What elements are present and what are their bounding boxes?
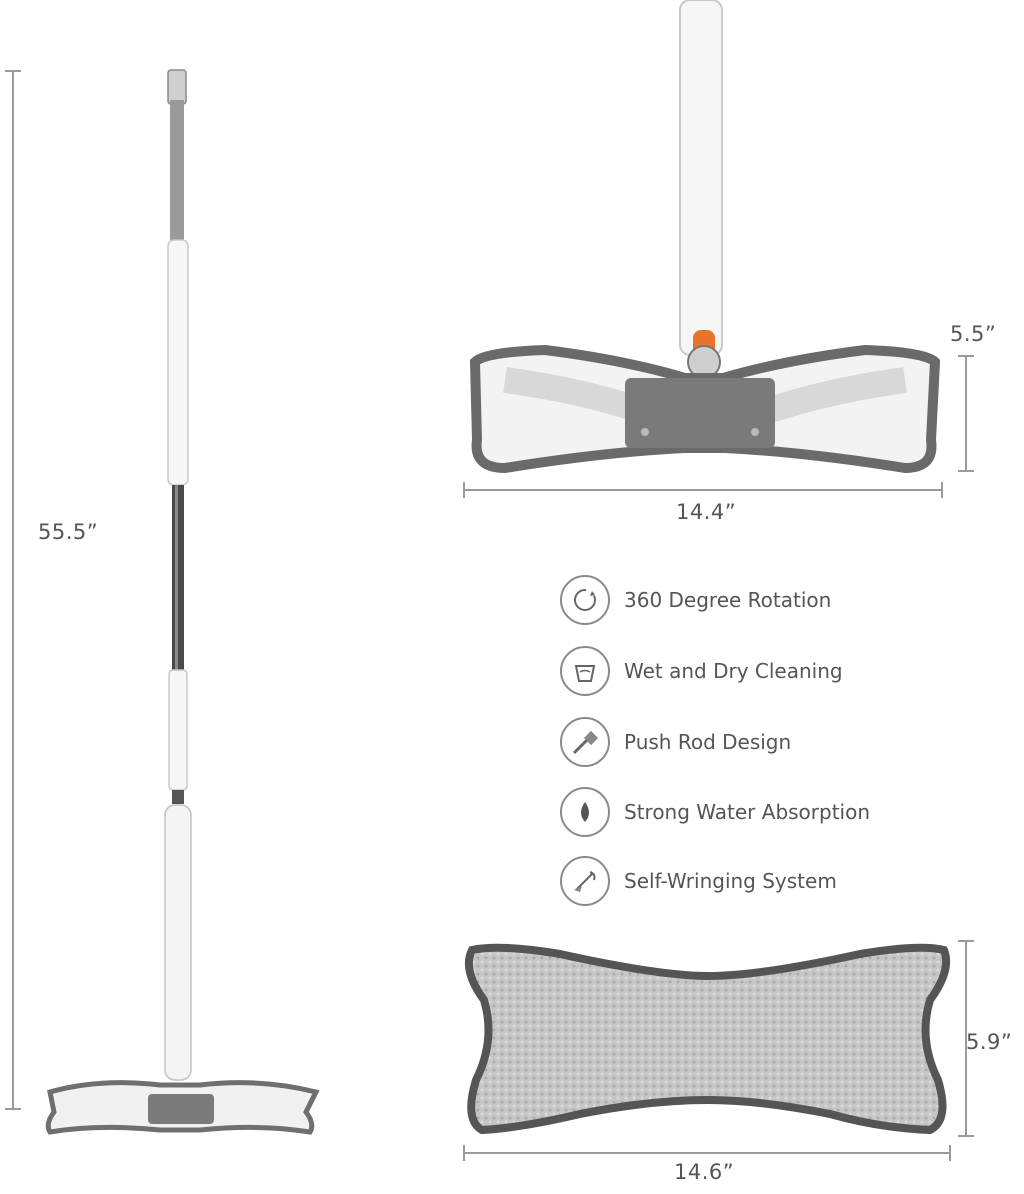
- rotation-360-icon: [560, 575, 610, 625]
- feature-item-absorption: Strong Water Absorption: [560, 787, 870, 837]
- mop-head-closeup: [469, 0, 941, 474]
- feature-label: Strong Water Absorption: [624, 800, 871, 824]
- feature-item-self-wringing: Self-Wringing System: [560, 856, 837, 906]
- height-dimension-top-tick: [5, 70, 21, 72]
- feature-item-wet-dry: Wet and Dry Cleaning: [560, 646, 843, 696]
- head-width-left-tick: [463, 482, 465, 498]
- pad-width-dimension-line: [463, 1152, 951, 1154]
- pad-height-top-tick: [958, 940, 974, 942]
- total-height-label: 55.5”: [38, 520, 99, 544]
- feature-label: Wet and Dry Cleaning: [624, 659, 843, 683]
- pad-height-bottom-tick: [958, 1135, 974, 1137]
- head-height-label: 5.5”: [950, 322, 997, 346]
- pad-height-dimension-line: [965, 940, 967, 1136]
- pad-height-label: 5.9”: [966, 1030, 1013, 1054]
- head-width-dimension-line: [463, 489, 943, 491]
- head-height-dimension-line: [965, 355, 967, 471]
- height-dimension-bottom-tick: [5, 1108, 21, 1110]
- feature-item-rotation: 360 Degree Rotation: [560, 575, 831, 625]
- head-height-bottom-tick: [958, 470, 974, 472]
- head-width-right-tick: [941, 482, 943, 498]
- height-dimension-line: [12, 70, 14, 1110]
- feature-label: Push Rod Design: [624, 730, 792, 754]
- mop-pad-illustration: [465, 943, 951, 1135]
- wringing-mop-icon: [560, 856, 610, 906]
- head-width-label: 14.4”: [676, 500, 737, 524]
- pad-width-left-tick: [463, 1145, 465, 1161]
- bucket-water-icon: [560, 646, 610, 696]
- full-mop-illustration: [45, 69, 320, 1135]
- pad-width-label: 14.6”: [674, 1160, 735, 1184]
- feature-item-push-rod: Push Rod Design: [560, 717, 791, 767]
- water-drop-icon: [560, 787, 610, 837]
- feature-label: 360 Degree Rotation: [624, 588, 832, 612]
- feature-label: Self-Wringing System: [624, 869, 837, 893]
- pad-width-right-tick: [949, 1145, 951, 1161]
- push-rod-icon: [560, 717, 610, 767]
- head-height-top-tick: [958, 355, 974, 357]
